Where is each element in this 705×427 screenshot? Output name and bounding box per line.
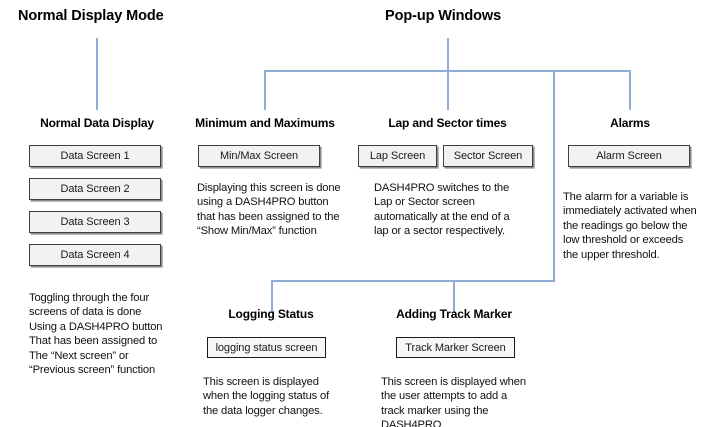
box-data-screen-3[interactable]: Data Screen 3 [29,211,161,233]
group-title-minimum-and-maximums: Minimum and Maximums [195,116,335,130]
box-logging-status-screen[interactable]: logging status screen [207,337,326,358]
connector-drop-alarms [629,70,631,110]
note-minimum-and-maximums: Displaying this screen is done using a D… [197,182,341,238]
note-alarms: The alarm for a variable is immediately … [563,191,697,261]
connector-bottom-bus [271,280,555,282]
connector-drop-logging-status [271,280,273,313]
group-title-lap-and-sector-times: Lap and Sector times [388,116,507,130]
group-title-logging-status: Logging Status [228,307,314,321]
box-sector-screen[interactable]: Sector Screen [443,145,533,167]
note-logging-status: This screen is displayed when the loggin… [203,376,330,417]
box-data-screen-2[interactable]: Data Screen 2 [29,178,161,200]
group-title-normal-data-display: Normal Data Display [40,116,154,130]
title-pop-up-windows: Pop-up Windows [385,8,502,24]
box-lap-screen[interactable]: Lap Screen [358,145,437,167]
box-data-screen-1[interactable]: Data Screen 1 [29,145,161,167]
box-min-max-screen[interactable]: Min/Max Screen [198,145,320,167]
connector-popup-stem [447,38,449,70]
connector-drop-to-bottom-bus [553,70,555,281]
title-normal-display-mode: Normal Display Mode [18,8,164,24]
connector-drop-min-max [264,70,266,110]
note-normal-data-display: Toggling through the four screens of dat… [29,292,163,377]
connector-drop-lap-sector [447,70,449,110]
box-track-marker-screen[interactable]: Track Marker Screen [396,337,515,358]
group-title-adding-track-marker: Adding Track Marker [396,307,512,321]
note-lap-and-sector-times: DASH4PRO switches to the Lap or Sector s… [374,182,510,238]
connector-normal-display-stem [96,38,98,110]
connector-drop-track-marker [453,280,455,313]
note-adding-track-marker: This screen is displayed when the user a… [381,376,526,427]
box-data-screen-4[interactable]: Data Screen 4 [29,244,161,266]
box-alarm-screen[interactable]: Alarm Screen [568,145,690,167]
group-title-alarms: Alarms [610,116,650,130]
